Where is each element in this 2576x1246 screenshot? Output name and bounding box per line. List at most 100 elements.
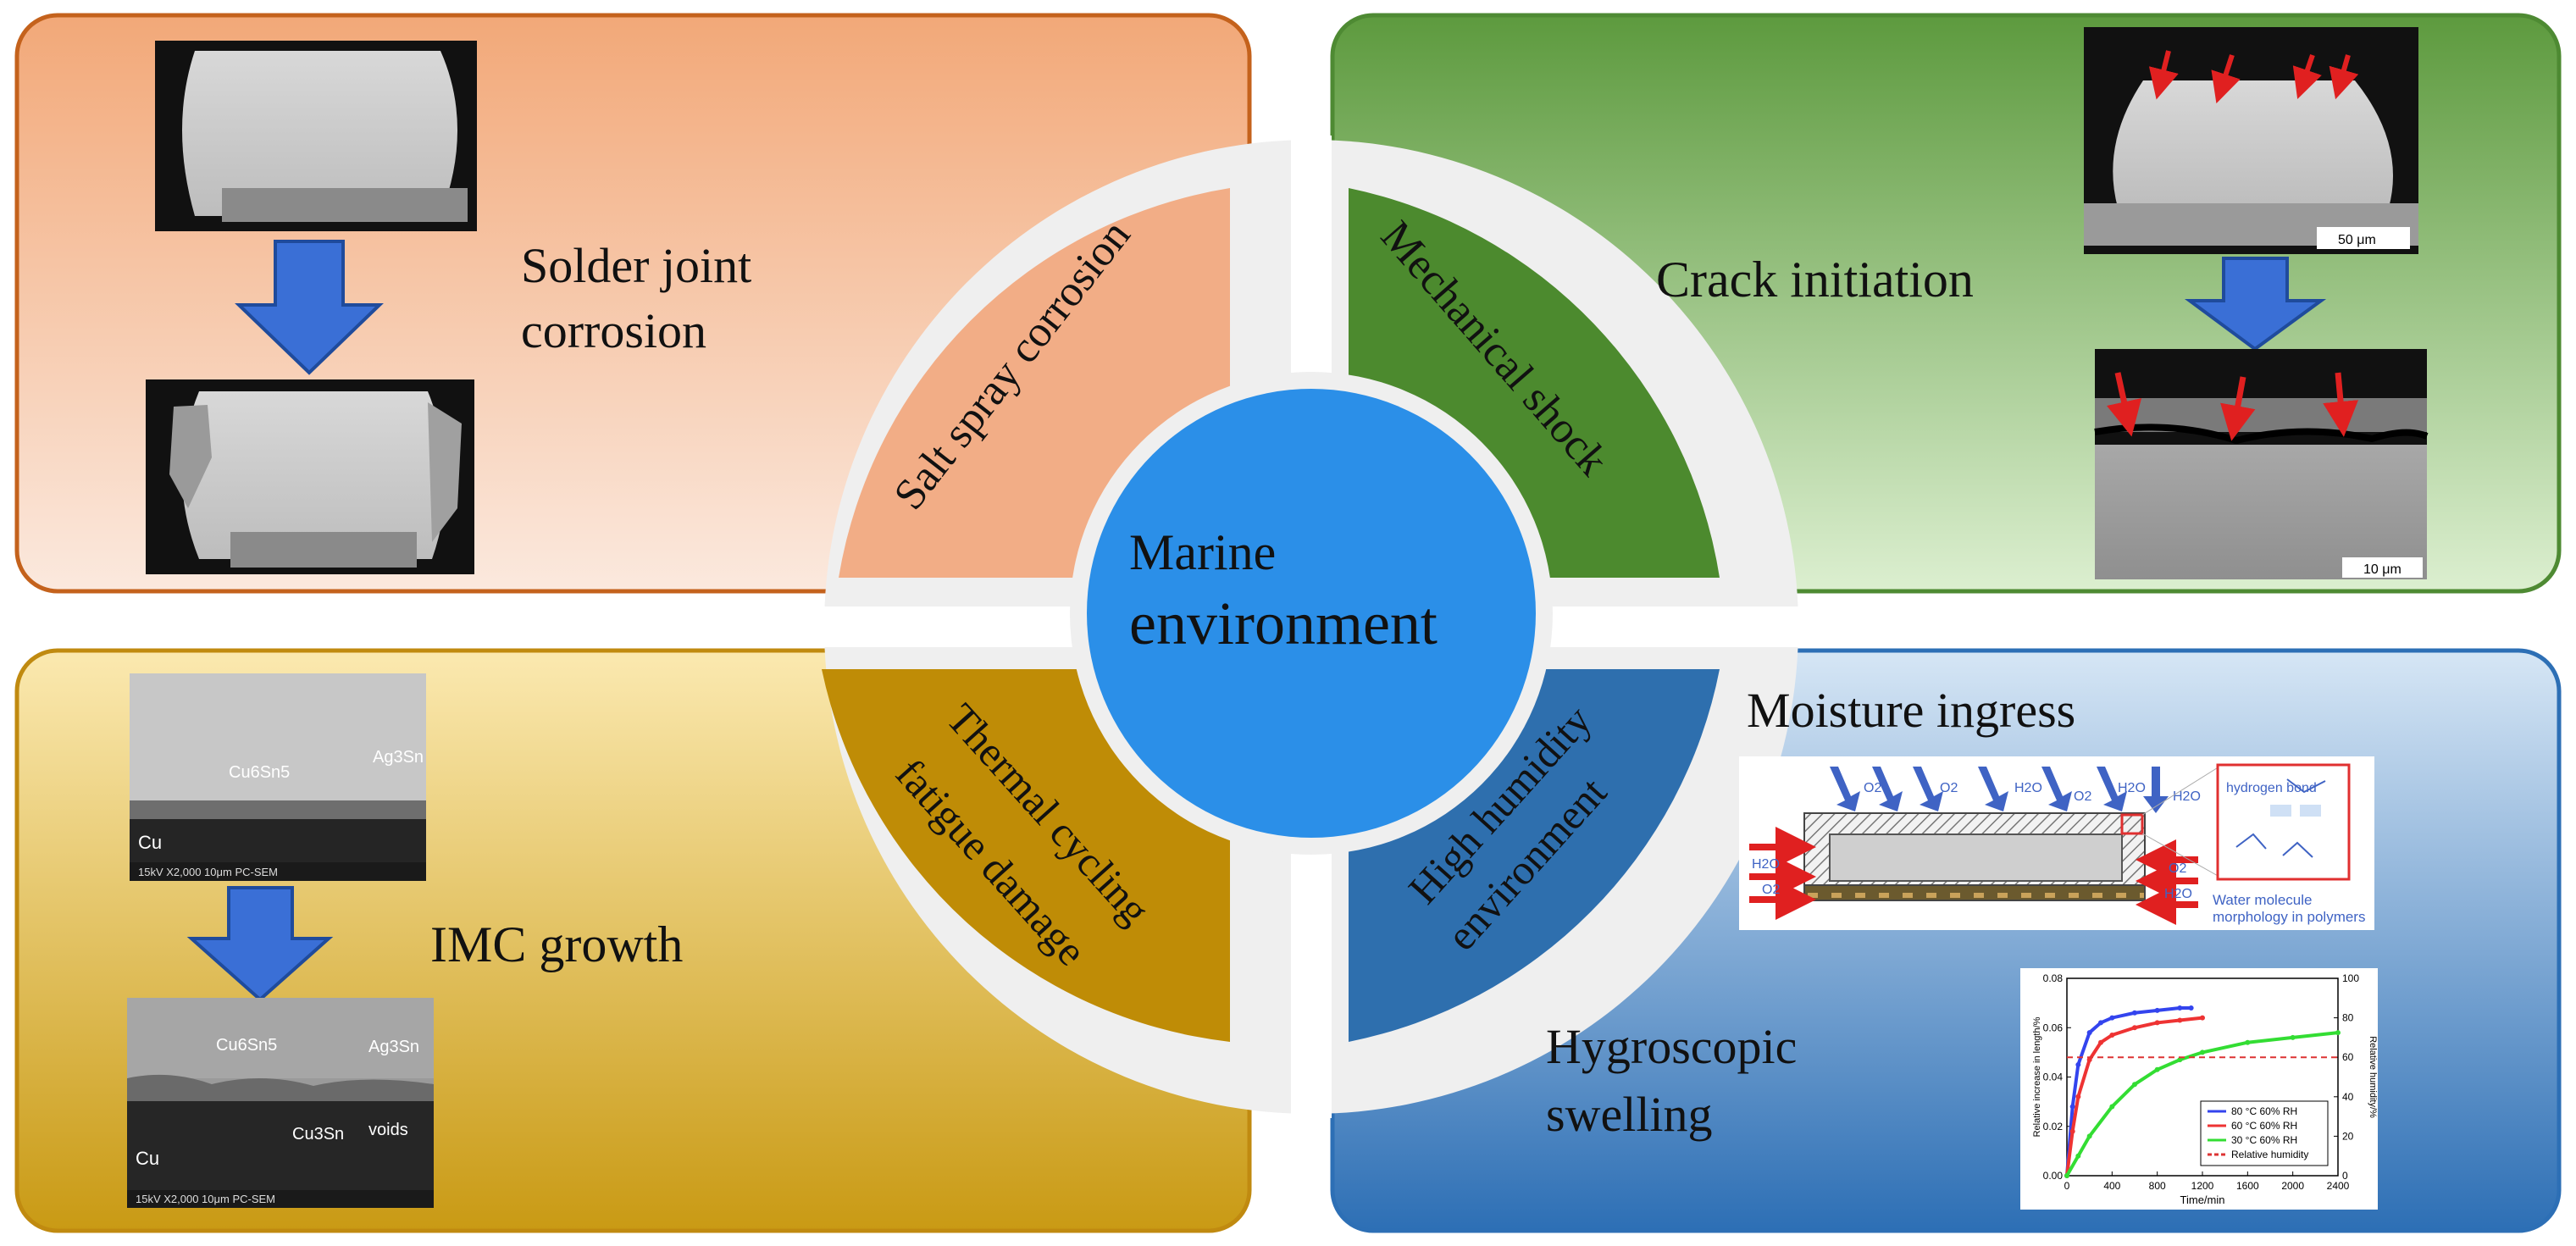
moisture-h2o-2: H2O: [2118, 781, 2146, 795]
series-point-1: [2154, 1020, 2160, 1026]
moisture-h2o-right: H2O: [2164, 887, 2192, 901]
imc2-footer: 15kV X2,000 10μm PC-SEM: [136, 1193, 275, 1205]
series-point-2: [2064, 1173, 2069, 1178]
series-point-0: [2188, 1005, 2194, 1011]
moisture-o2-right: O2: [2169, 861, 2186, 876]
series-point-1: [2200, 1015, 2205, 1021]
sem-image-before-corrosion: [155, 41, 477, 231]
series-point-2: [2109, 1104, 2115, 1110]
series-point-0: [2075, 1061, 2081, 1067]
series-point-0: [2086, 1030, 2092, 1036]
hydrogen-bond-label: hydrogen bond: [2226, 781, 2317, 795]
x-tick-label: 2400: [2327, 1180, 2350, 1192]
x-tick-label: 400: [2103, 1180, 2120, 1192]
series-point-0: [2154, 1007, 2160, 1013]
series-point-0: [2109, 1015, 2115, 1021]
scale-bar-top: 50 μm: [2338, 233, 2376, 247]
series-point-2: [2086, 1133, 2092, 1139]
down-arrow-top-left: [235, 240, 384, 375]
y2-axis-label: Relative humidity/%: [2368, 1036, 2378, 1118]
x-tick-label: 2000: [2281, 1180, 2304, 1192]
center-label-line2: environment: [1129, 590, 1438, 657]
water-caption-line1: Water molecule: [2213, 892, 2312, 908]
series-point-2: [2177, 1057, 2183, 1063]
imc1-label-ag3sn: Ag3Sn: [373, 748, 424, 767]
y-tick-label: 0.08: [2043, 972, 2064, 984]
series-point-2: [2290, 1034, 2296, 1040]
series-point-2: [2200, 1049, 2205, 1055]
sem-image-after-corrosion: [146, 379, 474, 574]
legend-label-3: Relative humidity: [2231, 1149, 2308, 1160]
sem-image-mechanical-bottom: 10 μm: [2094, 349, 2429, 579]
legend-label-2: 30 °C 60% RH: [2231, 1134, 2297, 1146]
legend-label-0: 80 °C 60% RH: [2231, 1105, 2297, 1117]
scale-bar-bottom: 10 μm: [2363, 562, 2401, 577]
imc2-label-ag3sn: Ag3Sn: [368, 1038, 419, 1056]
down-arrow-top-right: [2184, 257, 2327, 352]
sem-image-imc-initial: Cu6Sn5 Ag3Sn Cu 15kV X2,000 10μm PC-SEM: [130, 673, 426, 881]
moisture-h2o-left: H2O: [1752, 857, 1780, 872]
title-imc-growth: IMC growth: [430, 917, 683, 972]
title-crack-initiation: Crack initiation: [1656, 252, 1974, 307]
down-arrow-bottom-left: [186, 886, 334, 1002]
series-point-2: [2132, 1082, 2137, 1088]
series-point-1: [2086, 1057, 2092, 1063]
series-point-2: [2154, 1066, 2160, 1072]
moisture-o2-2: O2: [1940, 781, 1958, 795]
moisture-o2-3: O2: [2074, 789, 2091, 804]
x-tick-label: 800: [2149, 1180, 2166, 1192]
moisture-o2-1: O2: [1864, 781, 1881, 795]
sem-image-mechanical-top: 50 μm: [2084, 27, 2418, 254]
y2-tick-label: 20: [2342, 1130, 2354, 1142]
x-tick-label: 1200: [2191, 1180, 2214, 1192]
x-axis-label: Time/min: [2180, 1193, 2225, 1206]
x-tick-label: 1600: [2236, 1180, 2259, 1192]
series-point-0: [2177, 1005, 2183, 1011]
moisture-ingress-diagram: O2 O2 H2O O2 H2O H2O H2O O2 O2 H2O hydro…: [1739, 756, 2374, 930]
series-point-2: [2075, 1153, 2081, 1159]
y-tick-label: 0.04: [2043, 1072, 2064, 1083]
series-line-0: [2065, 1005, 2191, 1177]
water-caption-line2: morphology in polymers: [2213, 909, 2365, 925]
y-tick-label: 0.06: [2043, 1022, 2064, 1033]
moisture-h2o-1: H2O: [2014, 781, 2042, 795]
y2-tick-label: 100: [2342, 972, 2359, 984]
y2-tick-label: 80: [2342, 1012, 2354, 1024]
title-solder-joint-line2: corrosion: [521, 303, 706, 358]
center-label-line1: Marine: [1129, 524, 1276, 580]
sem-image-imc-grown: Cu6Sn5 Ag3Sn Cu3Sn voids Cu 15kV X2,000 …: [127, 998, 434, 1208]
moisture-h2o-3: H2O: [2173, 789, 2201, 804]
series-point-0: [2098, 1020, 2103, 1026]
series-point-1: [2069, 1128, 2075, 1134]
series-point-2: [2245, 1039, 2251, 1045]
title-hygroscopic-line1: Hygroscopic: [1546, 1019, 1797, 1074]
imc2-label-voids: voids: [368, 1121, 408, 1139]
y2-tick-label: 40: [2342, 1091, 2354, 1103]
series-point-0: [2069, 1104, 2075, 1110]
title-hygroscopic-line2: swelling: [1546, 1087, 1713, 1142]
series-point-1: [2098, 1039, 2103, 1045]
y-tick-label: 0.00: [2043, 1170, 2064, 1182]
center-disc: [1087, 389, 1536, 838]
imc1-footer: 15kV X2,000 10μm PC-SEM: [138, 866, 278, 878]
series-point-1: [2109, 1032, 2115, 1038]
imc1-label-cu6sn5: Cu6Sn5: [229, 763, 290, 782]
imc2-label-cu: Cu: [136, 1148, 159, 1169]
moisture-o2-left: O2: [1762, 883, 1780, 897]
x-tick-label: 0: [2064, 1180, 2070, 1192]
series-point-2: [2335, 1030, 2341, 1036]
legend-label-1: 60 °C 60% RH: [2231, 1120, 2297, 1132]
imc2-label-cu3sn: Cu3Sn: [292, 1125, 344, 1144]
y2-tick-label: 0: [2342, 1170, 2348, 1182]
y2-tick-label: 60: [2342, 1051, 2354, 1063]
y-tick-label: 0.02: [2043, 1121, 2064, 1132]
y-axis-label: Relative increase in length/%: [2032, 1016, 2042, 1137]
series-point-0: [2132, 1010, 2137, 1016]
series-line-1: [2065, 1016, 2203, 1177]
series-point-1: [2075, 1094, 2081, 1099]
series-point-1: [2177, 1017, 2183, 1023]
title-solder-joint-line1: Solder joint: [521, 238, 751, 293]
imc2-label-cu6sn5: Cu6Sn5: [216, 1036, 277, 1055]
